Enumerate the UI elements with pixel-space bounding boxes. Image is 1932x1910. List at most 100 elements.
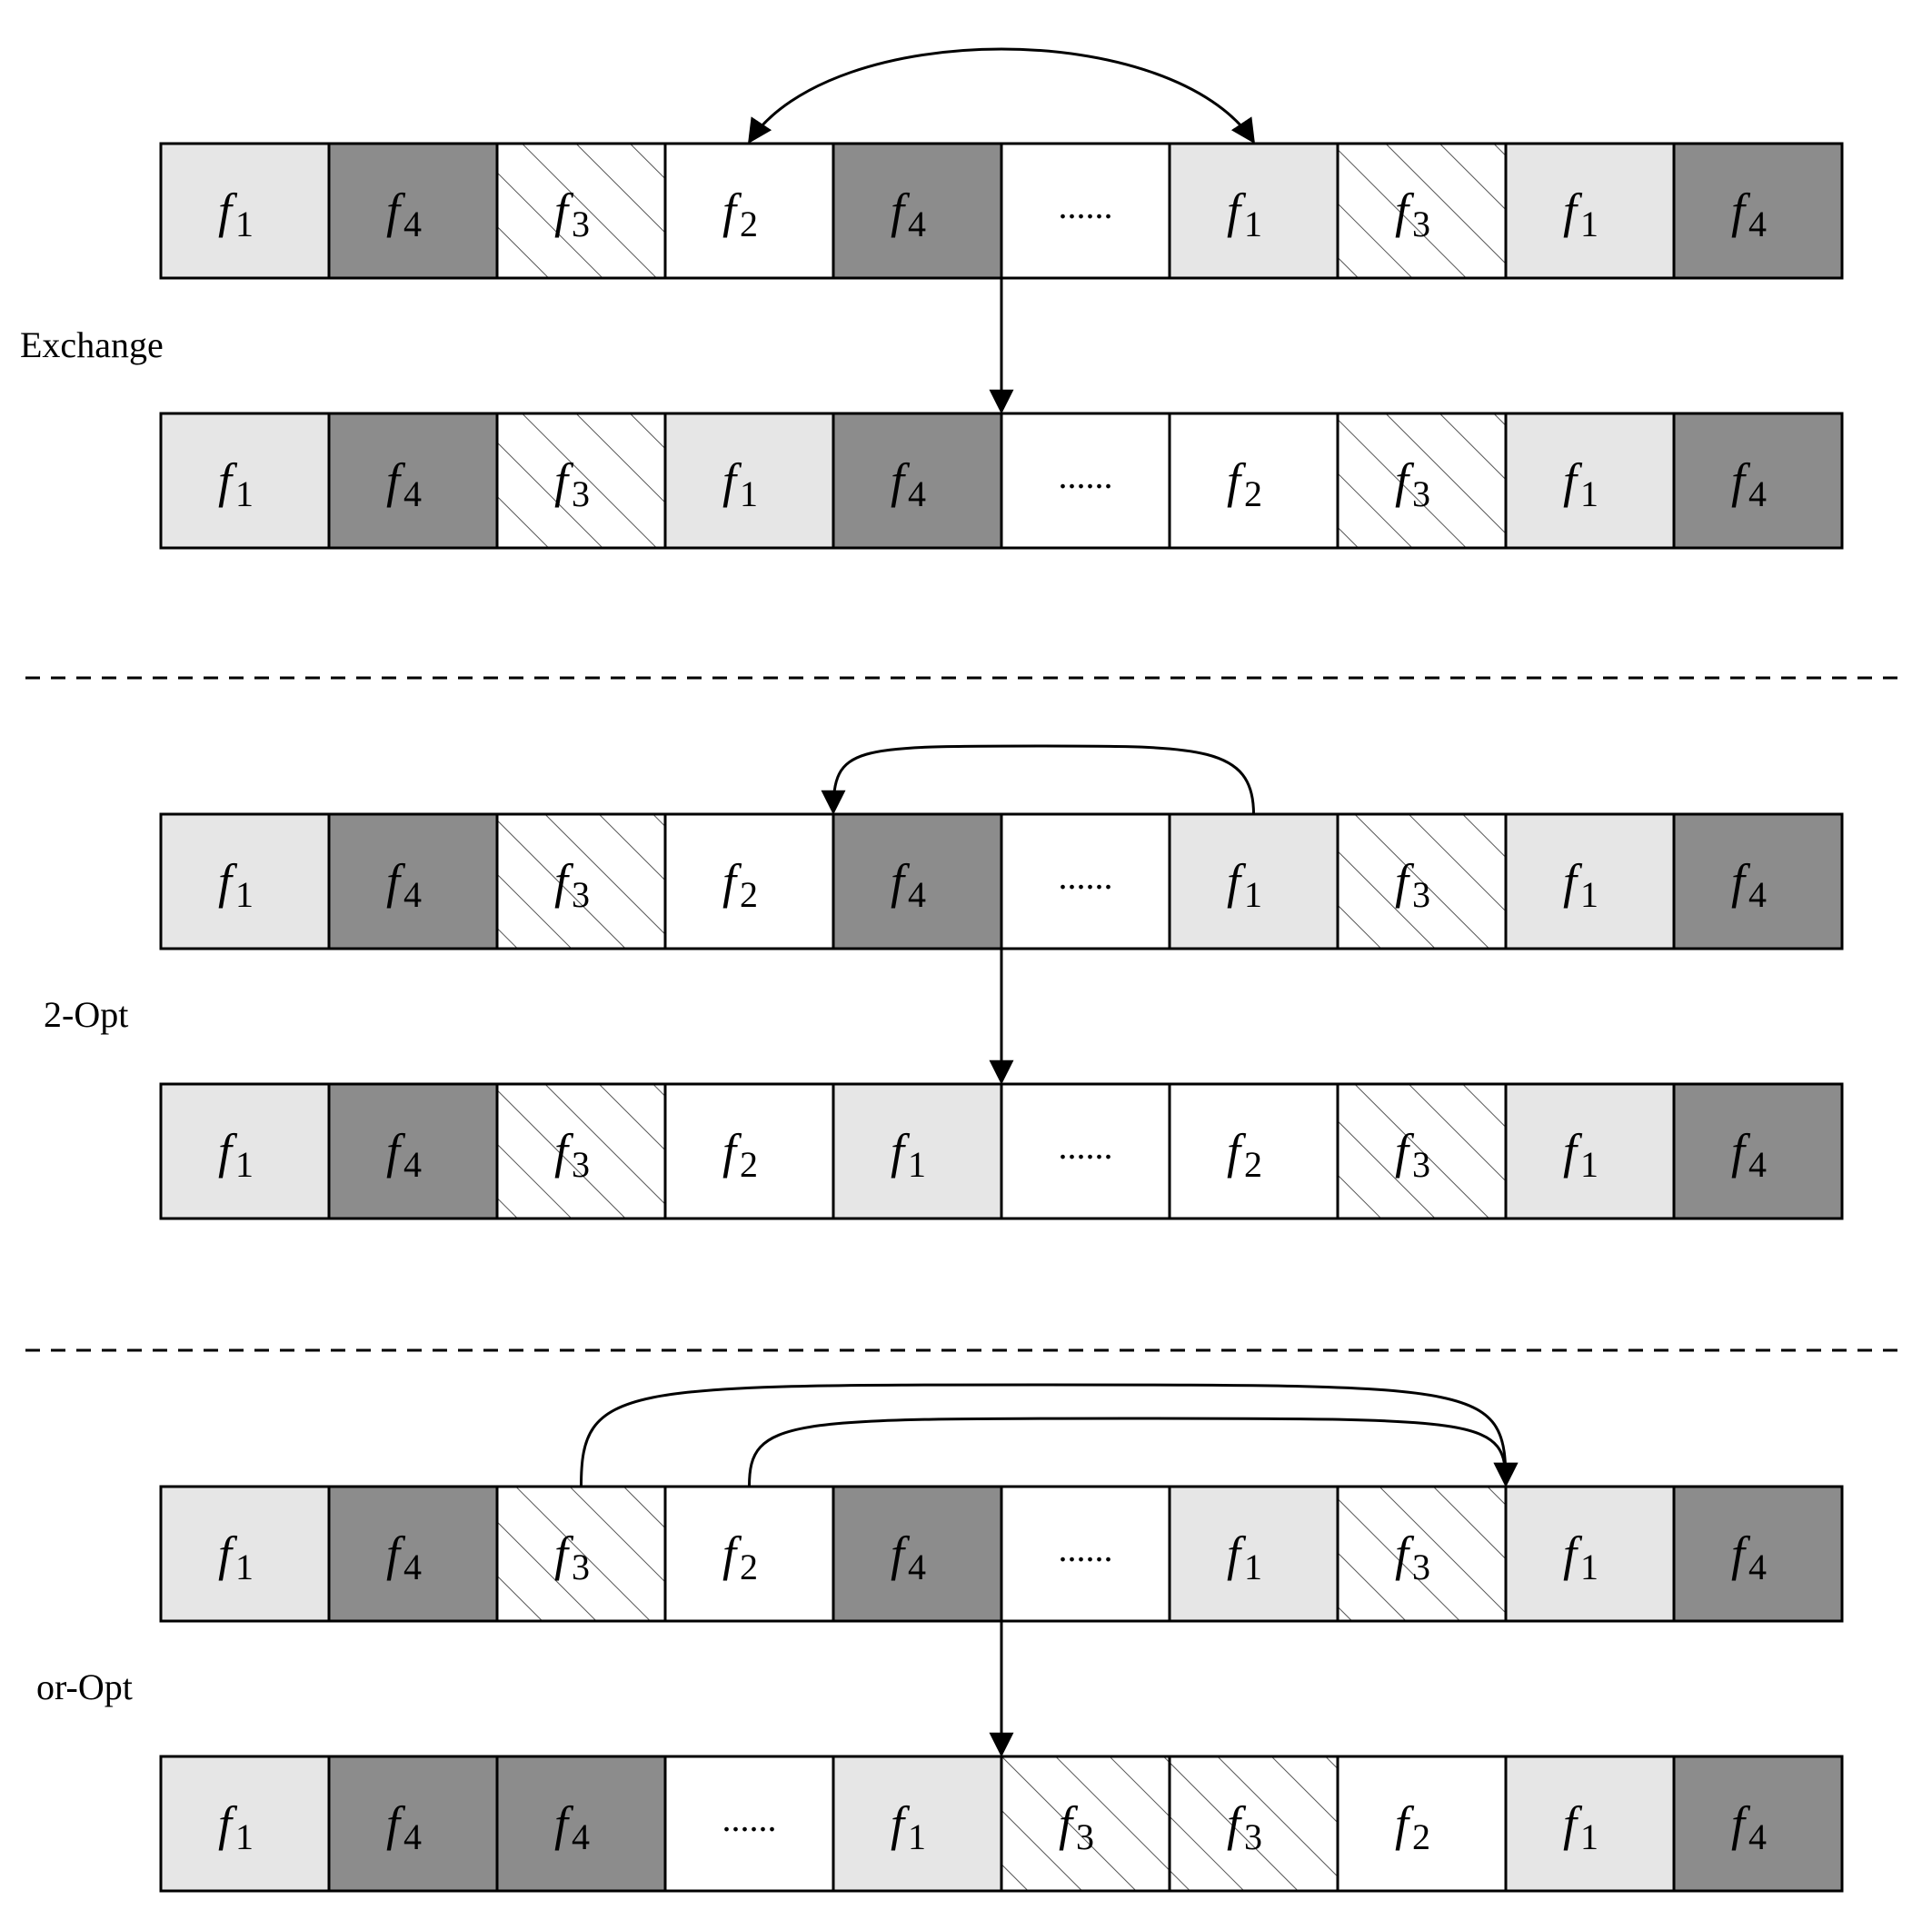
hatch-pattern bbox=[1338, 1084, 1506, 1219]
cell-fill bbox=[833, 1084, 1001, 1219]
cell-fill bbox=[1001, 144, 1170, 278]
cell-fill bbox=[665, 1487, 833, 1621]
operator-label: Exchange bbox=[20, 324, 164, 365]
cell-fill bbox=[1674, 1487, 1842, 1621]
ellipsis-label: ...... bbox=[722, 1798, 777, 1839]
hatch-pattern bbox=[1338, 144, 1506, 278]
operator-label: or-Opt bbox=[36, 1666, 133, 1707]
cell-fill bbox=[329, 1084, 497, 1219]
cell-fill bbox=[1170, 413, 1338, 548]
cell-fill bbox=[833, 814, 1001, 949]
cell-fill bbox=[1506, 1487, 1674, 1621]
cell-fill bbox=[1674, 1084, 1842, 1219]
operator-label: 2-Opt bbox=[44, 994, 128, 1035]
cell-fill bbox=[833, 413, 1001, 548]
cell-fill bbox=[1506, 1756, 1674, 1891]
cell-border bbox=[1672, 412, 1844, 550]
sequence-cell: ...... bbox=[1000, 1082, 1171, 1220]
cell-fill bbox=[329, 144, 497, 278]
cell-fill bbox=[1170, 1084, 1338, 1219]
exchange-arrow bbox=[748, 47, 1255, 144]
cell-fill bbox=[1674, 413, 1842, 548]
hatch-pattern bbox=[497, 814, 665, 949]
cell-fill bbox=[833, 1487, 1001, 1621]
ellipsis-label: ...... bbox=[1059, 1126, 1113, 1167]
cell-fill bbox=[833, 1756, 1001, 1891]
hatch-pattern bbox=[497, 413, 665, 548]
sequence-cell: ...... bbox=[1000, 812, 1171, 950]
cell-fill bbox=[497, 1756, 665, 1891]
cell-fill bbox=[665, 1756, 833, 1891]
hatch-pattern bbox=[1170, 1756, 1338, 1891]
cell-border bbox=[1672, 812, 1844, 950]
ellipsis-label: ...... bbox=[1059, 455, 1113, 496]
hatch-pattern bbox=[497, 144, 665, 278]
hatch-pattern bbox=[1338, 1487, 1506, 1621]
cell-border bbox=[1672, 1755, 1844, 1893]
cell-fill bbox=[1170, 144, 1338, 278]
cell-fill bbox=[1170, 814, 1338, 949]
cell-fill bbox=[1674, 1756, 1842, 1891]
cell-fill bbox=[329, 1756, 497, 1891]
cell-fill bbox=[329, 413, 497, 548]
cell-fill bbox=[833, 144, 1001, 278]
sequence-cell: ...... bbox=[1000, 142, 1171, 280]
cell-fill bbox=[161, 413, 329, 548]
sequence-cell: ...... bbox=[663, 1755, 835, 1893]
cell-fill bbox=[1506, 1084, 1674, 1219]
hatch-pattern bbox=[1001, 1756, 1170, 1891]
hatch-pattern bbox=[1338, 413, 1506, 548]
reinsert-arrow bbox=[821, 744, 1255, 815]
cell-fill bbox=[1338, 1756, 1506, 1891]
cell-fill bbox=[161, 1756, 329, 1891]
cell-border bbox=[1672, 1082, 1844, 1220]
sequence-cell: ...... bbox=[1000, 1485, 1171, 1623]
cell-fill bbox=[1506, 144, 1674, 278]
cell-fill bbox=[1001, 1487, 1170, 1621]
sequence-cell: ...... bbox=[1000, 412, 1171, 550]
cell-fill bbox=[161, 814, 329, 949]
cell-fill bbox=[161, 1084, 329, 1219]
